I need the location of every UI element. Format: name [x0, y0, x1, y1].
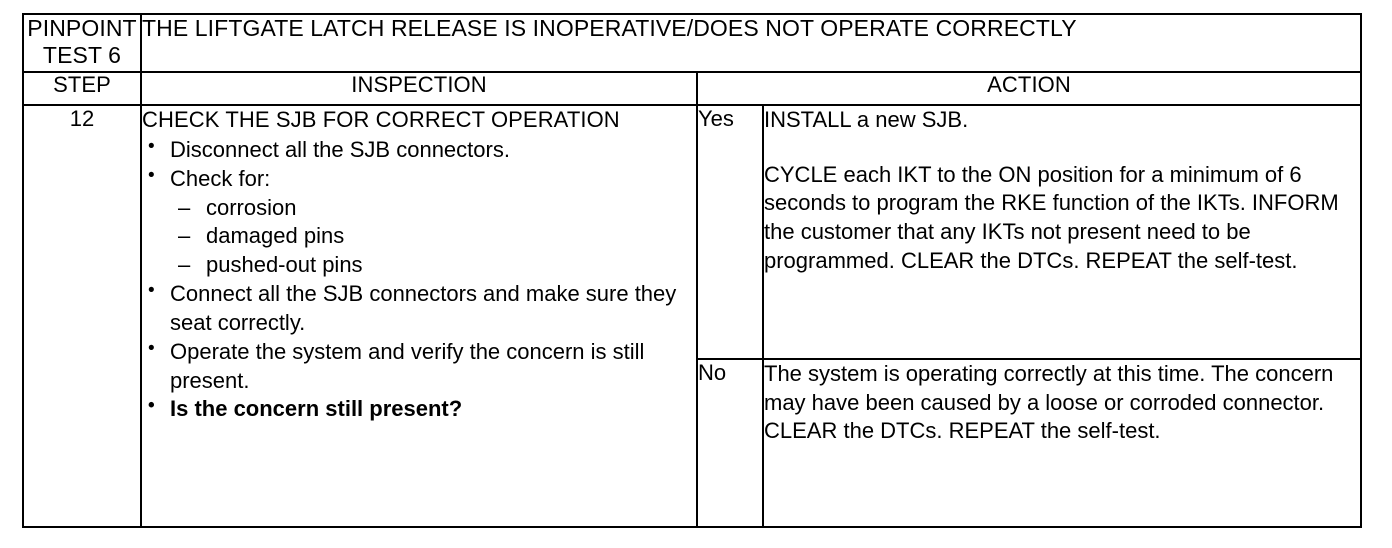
table-row: No The system is operating correctly at …: [23, 358, 1363, 528]
step-number: 12: [22, 104, 142, 528]
list-item: Connect all the SJB connectors and make …: [142, 279, 696, 338]
column-header-inspection: INSPECTION: [140, 71, 698, 107]
inspection-cell: CHECK THE SJB FOR CORRECT OPERATION Disc…: [140, 104, 698, 528]
list-item: Disconnect all the SJB connectors.: [142, 135, 696, 165]
outcome-label-yes: Yes: [696, 104, 764, 361]
list-item: damaged pins: [170, 222, 696, 251]
inspection-sub-list: corrosion damaged pins pushed-out pins: [170, 194, 696, 280]
pinpoint-test-table: PINPOINT TEST 6 THE LIFTGATE LATCH RELEA…: [22, 12, 1363, 528]
inspection-title: CHECK THE SJB FOR CORRECT OPERATION: [142, 107, 620, 133]
action-paragraph: CYCLE each IKT to the ON position for a …: [764, 161, 1339, 273]
column-header-action: ACTION: [695, 71, 1363, 107]
list-item-question: Is the concern still present?: [142, 394, 696, 424]
action-cell-no: The system is operating correctly at thi…: [761, 358, 1363, 528]
outcome-label-no: No: [696, 358, 764, 528]
inspection-bullet-list: Disconnect all the SJB connectors. Check…: [142, 135, 696, 424]
table-header-row: STEP INSPECTION ACTION: [22, 71, 1363, 107]
action-paragraph: The system is operating correctly at thi…: [764, 361, 1334, 444]
table-row: 12 CHECK THE SJB FOR CORRECT OPERATION D…: [22, 104, 1363, 528]
action-paragraph: INSTALL a new SJB.: [764, 107, 969, 133]
list-item-label: Check for:: [170, 165, 271, 191]
pinpoint-test-description: THE LIFTGATE LATCH RELEASE IS INOPERATIV…: [139, 12, 1363, 74]
list-item: Operate the system and verify the concer…: [142, 337, 696, 396]
column-header-step: STEP: [22, 71, 142, 107]
list-item: Check for: corrosion damaged pins pushed…: [142, 164, 696, 280]
action-cell-yes: INSTALL a new SJB. CYCLE each IKT to the…: [761, 104, 1363, 361]
list-item: pushed-out pins: [170, 251, 696, 280]
table-title-row: PINPOINT TEST 6 THE LIFTGATE LATCH RELEA…: [22, 12, 1363, 74]
list-item: corrosion: [170, 194, 696, 223]
pinpoint-test-label: PINPOINT TEST 6: [22, 12, 142, 74]
